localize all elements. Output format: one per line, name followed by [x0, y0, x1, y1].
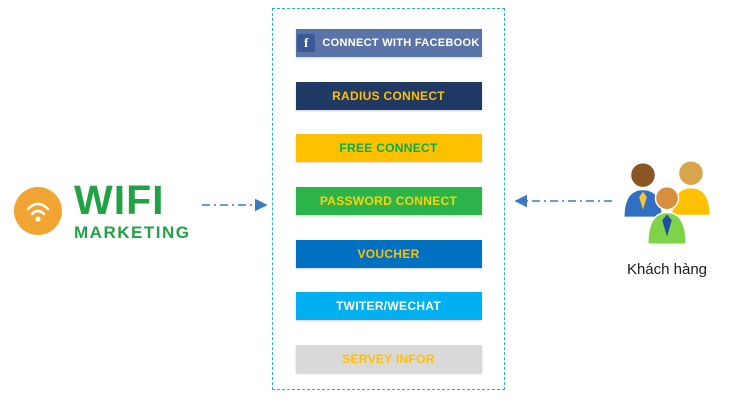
customers-label: Khách hàng [626, 261, 708, 278]
right-connector-arrow [514, 194, 612, 208]
people-icon [623, 160, 711, 245]
person-front [647, 185, 687, 245]
connect-methods-panel: f CONNECT WITH FACEBOOK RADIUS CONNECT FREE… [272, 8, 505, 390]
person-back-right [671, 160, 711, 217]
connect-button-label: FREE CONNECT [339, 141, 438, 156]
wifi-icon-glyph [26, 202, 50, 222]
wifi-marketing-logo: WIFI MARKETING [14, 180, 190, 241]
connect-button-facebook[interactable]: f CONNECT WITH FACEBOOK [295, 29, 482, 57]
connect-button-label: VOUCHER [357, 246, 420, 261]
facebook-icon: f [297, 34, 316, 52]
person-back-left [623, 161, 663, 219]
logo-subtitle: MARKETING [74, 223, 191, 242]
connect-button-label: TWITER/WECHAT [336, 299, 441, 314]
logo-text: WIFI MARKETING [74, 177, 191, 242]
left-connector-arrow [202, 198, 268, 212]
connect-button-free[interactable]: FREE CONNECT [295, 134, 482, 163]
connect-button-label: SERVEY INFOR [342, 351, 435, 366]
connect-button-radius[interactable]: RADIUS CONNECT [295, 81, 482, 110]
connect-button-label: PASSWORD CONNECT [319, 193, 458, 208]
connect-button-label: CONNECT WITH FACEBOOK [322, 37, 480, 49]
connect-button-survey[interactable]: SERVEY INFOR [295, 344, 482, 373]
customers-group: Khách hàng [610, 154, 724, 278]
connect-button-password[interactable]: PASSWORD CONNECT [295, 186, 482, 215]
connect-button-label: RADIUS CONNECT [332, 88, 445, 103]
logo-title: WIFI [74, 177, 165, 223]
connect-button-twitter[interactable]: TWITER/WECHAT [295, 292, 482, 321]
wifi-icon [14, 186, 62, 235]
connect-button-voucher[interactable]: VOUCHER [295, 239, 482, 268]
